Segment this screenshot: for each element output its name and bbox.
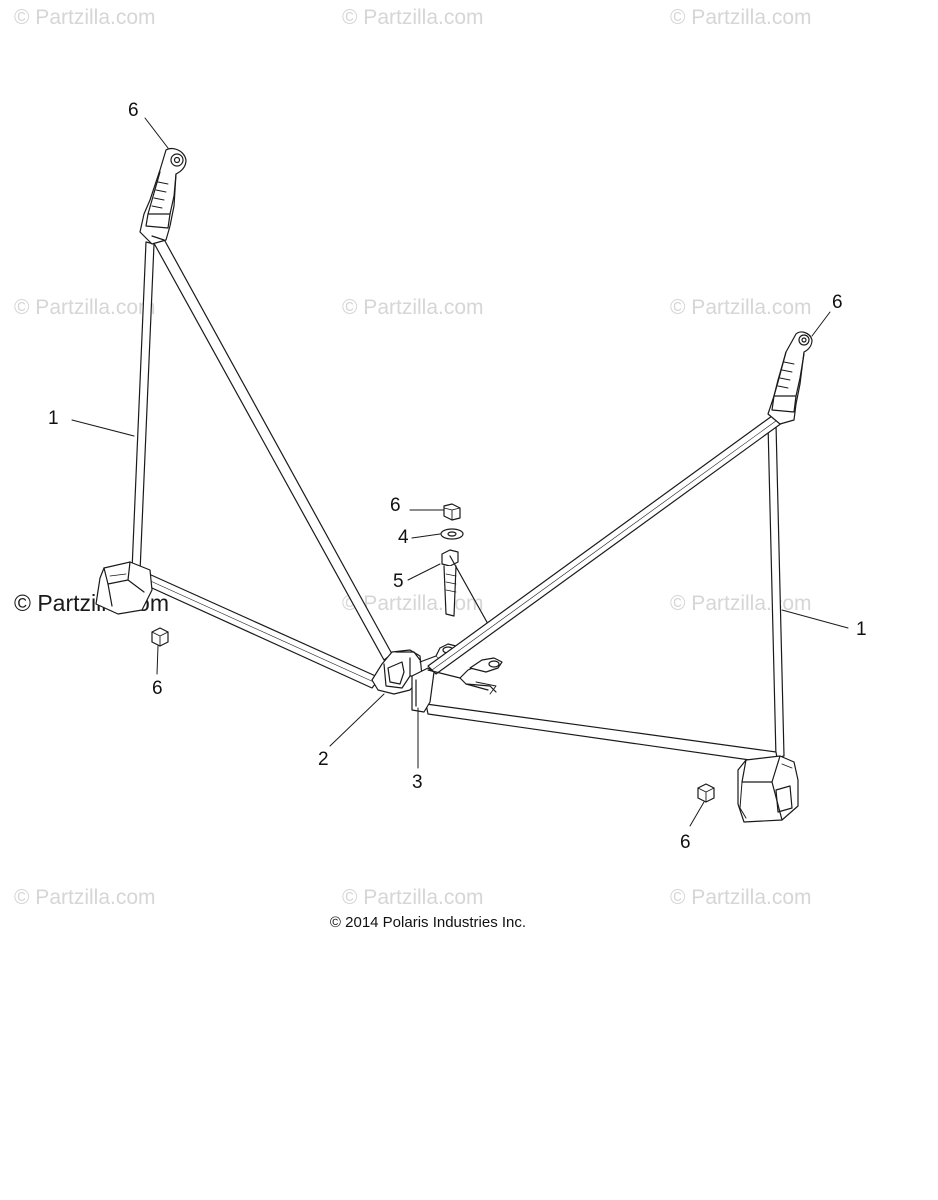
watermark: © Partzilla.com — [342, 296, 484, 319]
callout-6-top-left: 6 — [128, 100, 139, 121]
right-lower-nut — [697, 783, 715, 803]
center-nut — [443, 503, 461, 521]
watermark: © Partzilla.com — [670, 6, 812, 29]
right-diagonal-strap — [427, 415, 787, 675]
callout-6-top-right: 6 — [832, 292, 843, 313]
left-top-guide — [139, 147, 187, 245]
left-lower-nut — [151, 627, 169, 647]
watermark: © Partzilla.com — [670, 296, 812, 319]
callout-6-lower-left: 6 — [152, 678, 163, 699]
callout-4: 4 — [398, 527, 409, 548]
callout-1-left: 1 — [48, 408, 59, 429]
callout-3: 3 — [412, 772, 423, 793]
right-top-guide — [767, 331, 813, 425]
watermark: © Partzilla.com — [14, 886, 156, 909]
left-retractor — [95, 561, 153, 615]
callout-5: 5 — [393, 571, 404, 592]
callout-1-right: 1 — [856, 619, 867, 640]
center-bolt — [441, 549, 459, 617]
watermark: © Partzilla.com — [670, 886, 812, 909]
watermark: © Partzilla.com — [342, 886, 484, 909]
copyright-notice: © 2014 Polaris Industries Inc. — [329, 914, 527, 931]
watermark: © Partzilla.com — [342, 6, 484, 29]
callout-6-center: 6 — [390, 495, 401, 516]
right-vertical-strap — [767, 423, 785, 759]
callout-2: 2 — [318, 749, 329, 770]
left-vertical-strap — [131, 241, 155, 573]
callout-6-lower-right: 6 — [680, 832, 691, 853]
watermark: © Partzilla.com — [14, 296, 156, 319]
center-washer — [440, 528, 464, 540]
right-tongue — [411, 657, 503, 713]
right-retractor — [737, 755, 799, 823]
watermark: © Partzilla.com — [14, 6, 156, 29]
right-lap-strap — [425, 703, 779, 765]
left-lap-strap — [129, 569, 381, 689]
leader-lines — [71, 117, 849, 827]
